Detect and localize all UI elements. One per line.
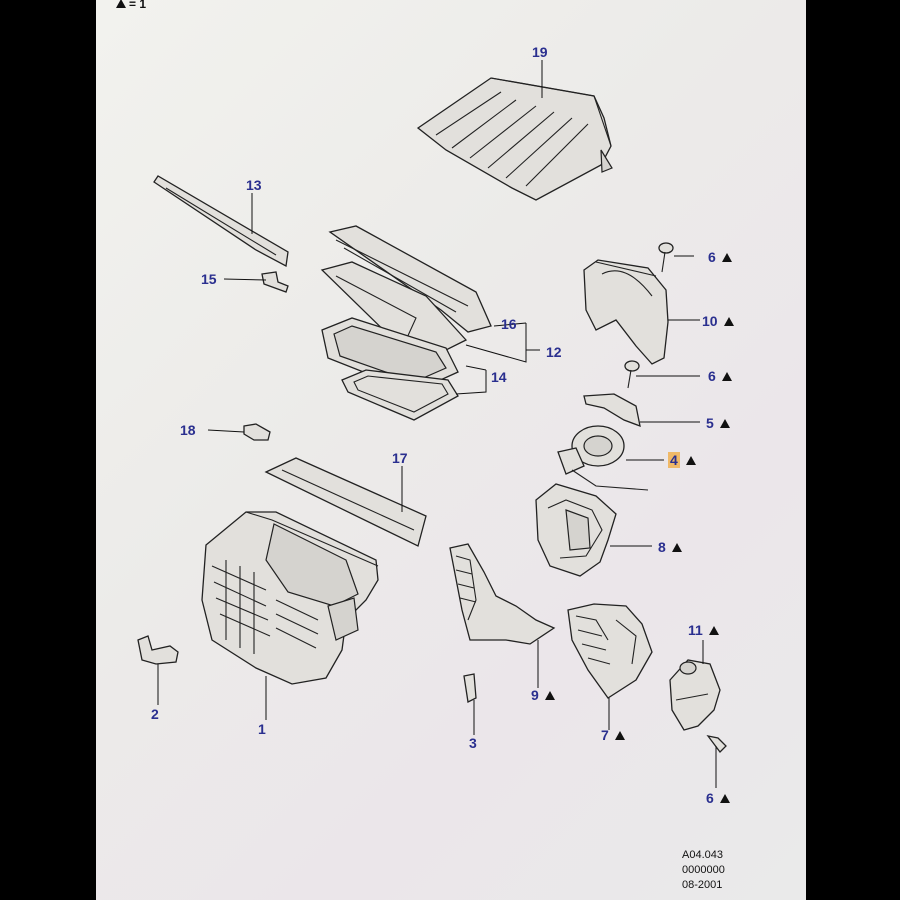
callout-8: 8 <box>658 539 682 555</box>
callout-4: 4 <box>668 452 696 468</box>
part-19-cover <box>416 77 613 201</box>
callout-15: 15 <box>201 271 217 287</box>
drawing-number: A04.043 <box>682 849 723 861</box>
triangle-icon <box>544 691 555 700</box>
drawing-date: 08-2001 <box>682 879 723 891</box>
callout-11: 11 <box>688 622 719 638</box>
triangle-icon <box>721 372 732 381</box>
triangle-icon <box>708 626 719 635</box>
triangle-icon <box>671 543 682 552</box>
part-1-housing <box>201 511 379 685</box>
callout-13: 13 <box>246 177 262 193</box>
legend-text: = 1 <box>129 0 147 11</box>
part-9-duct <box>449 543 556 645</box>
callout-19: 19 <box>532 44 548 60</box>
part-6-screw-a <box>658 242 674 273</box>
drawing-code: 0000000 <box>682 864 725 876</box>
part-18-sensor <box>243 423 271 441</box>
legend: = 1 <box>116 0 146 11</box>
part-12-filter-housing <box>320 225 492 356</box>
part-3-clip <box>463 673 477 703</box>
leader-lines <box>157 60 717 788</box>
callout-12: 12 <box>546 344 562 360</box>
callout-2: 2 <box>151 706 159 722</box>
part-5-bracket <box>583 393 641 428</box>
part-17-panel <box>264 457 427 547</box>
callout-6-bottom: 6 <box>706 790 730 806</box>
triangle-icon <box>723 317 734 326</box>
part-6-screw-c <box>706 735 727 753</box>
part-15-bolt <box>261 271 289 293</box>
callout-6-middle: 6 <box>708 368 732 384</box>
part-14-filter <box>321 317 459 421</box>
triangle-icon <box>719 419 730 428</box>
triangle-icon <box>685 456 696 465</box>
part-4-blower-motor <box>557 425 649 491</box>
drawing-reference: A04.043 0000000 08-2001 <box>682 848 725 893</box>
part-2-clip <box>137 635 179 665</box>
callout-1: 1 <box>258 721 266 737</box>
callout-5: 5 <box>706 415 730 431</box>
callout-18: 18 <box>180 422 196 438</box>
callout-14: 14 <box>491 369 507 385</box>
callout-16: 16 <box>501 316 517 332</box>
triangle-icon <box>719 794 730 803</box>
part-10-bracket <box>583 259 669 365</box>
callout-6-top: 6 <box>708 249 732 265</box>
callout-10: 10 <box>702 313 734 329</box>
diagram-sheet: = 1 <box>96 0 806 900</box>
part-13-strip <box>153 175 289 268</box>
part-8-blower-case <box>535 483 617 577</box>
exploded-view-drawing <box>137 60 727 788</box>
triangle-icon <box>721 253 732 262</box>
triangle-icon <box>614 731 625 740</box>
part-6-screw-b <box>624 360 640 389</box>
callout-9: 9 <box>531 687 555 703</box>
part-11-actuator <box>669 659 721 731</box>
triangle-icon <box>116 0 126 8</box>
part-7-duct <box>567 603 653 699</box>
callout-3: 3 <box>469 735 477 751</box>
callout-17: 17 <box>392 450 408 466</box>
callout-7: 7 <box>601 727 625 743</box>
